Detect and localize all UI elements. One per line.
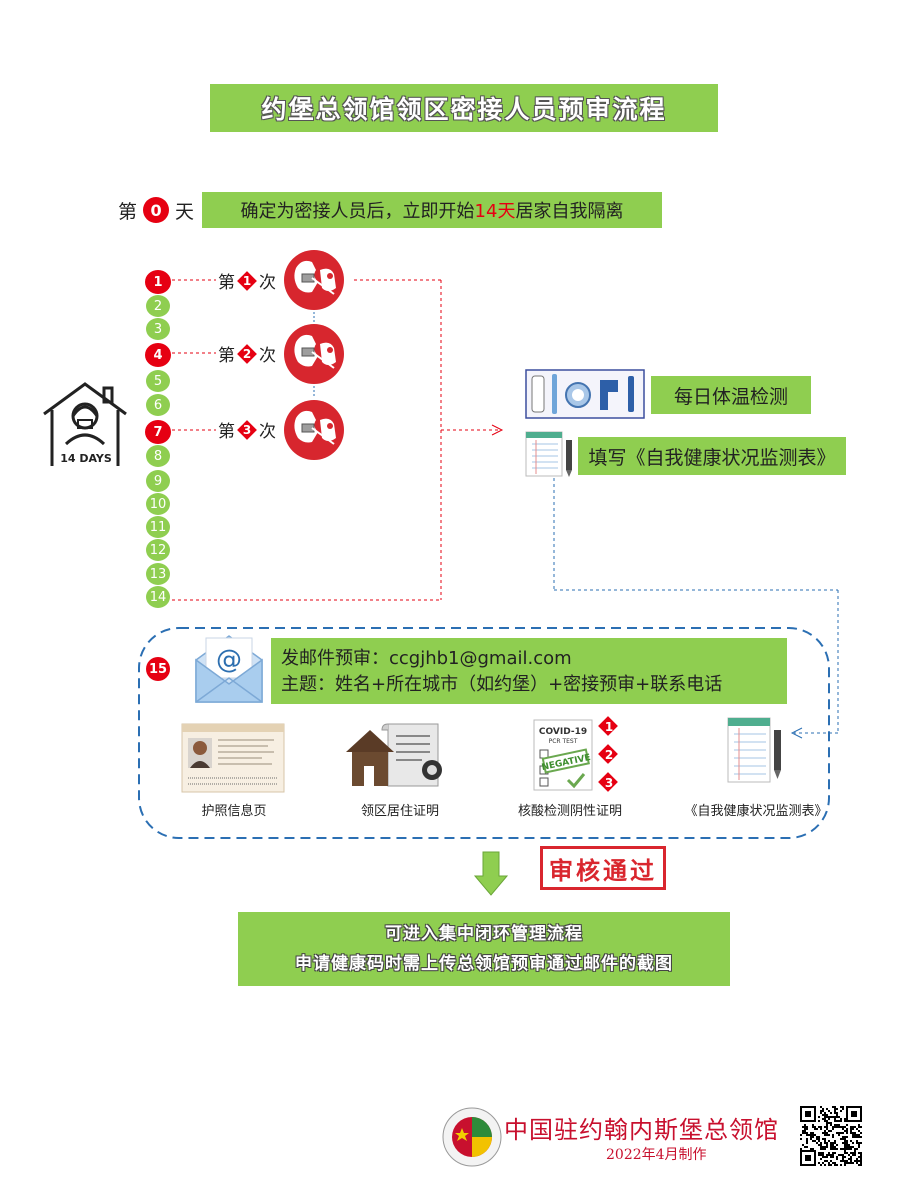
thermometer-icon [525,369,645,419]
result-line1: 可进入集中闭环管理流程 [385,924,583,944]
day0-text-highlight: 14天 [474,201,516,222]
day0-number: 0 [143,197,170,223]
pcr-title: COVID-19 [539,727,587,737]
nasal-swab-icon [284,324,344,384]
day-6-dot: 6 [146,394,170,416]
day-1-dot: 1 [145,270,171,294]
svg-text:@: @ [216,645,242,675]
pcr-badge-diamond: 1 [598,716,620,738]
pcr-test-icon: COVID-19 PCR TEST NEGATIVE [533,719,593,791]
pcr-badge-2: 2 [598,744,620,766]
pcr-badge-number: 3 [604,776,614,790]
day-4-dot: 4 [145,343,171,367]
day15-number: 15 [146,657,170,681]
day0-prefix: 第 [118,200,138,223]
nasal-swab-icon [284,250,344,310]
day-2-dot: 2 [146,295,170,317]
pcr-badge-3: 3 [598,772,620,794]
qr-code-icon[interactable] [798,1104,864,1168]
footer-date: 2022年4月制作 [606,1147,707,1163]
result-box: 可进入集中闭环管理流程 申请健康码时需上传总领馆预审通过邮件的截图 [238,912,730,986]
test-suffix: 次 [259,422,276,442]
day0-text-before: 确定为密接人员后，立即开始 [240,201,475,222]
day-11-dot: 11 [146,516,170,538]
pcr-badge-diamond: 3 [598,772,620,794]
email-icon: @ [195,635,263,703]
page-title: 约堡总领馆领区密接人员预审流程 [210,84,718,132]
house-label: 14 DAYS [60,452,112,465]
test-suffix: 次 [259,346,276,366]
day-13-dot: 13 [146,563,170,585]
day-12-dot: 12 [146,539,170,561]
nasal-swab-icon [284,400,344,460]
pcr-test-label: 核酸检测阴性证明 [517,804,622,819]
test-number-diamond: 2 [237,344,257,364]
approved-stamp: 审核通过 [540,846,666,890]
day-10-dot: 10 [146,493,170,515]
passport-icon [181,723,285,793]
residence-proof-label: 领区居住证明 [360,804,439,819]
day-14-dot: 14 [146,586,170,608]
arrow-down-icon [473,851,509,896]
home-quarantine-icon [43,382,127,466]
test-prefix: 第 [218,422,235,442]
pcr-badge-number: 2 [604,748,614,762]
test-number-diamond: 1 [237,271,257,291]
day-8-dot: 8 [146,445,170,467]
day-5-dot: 5 [146,370,170,392]
residence-proof-icon [346,723,442,787]
test-prefix: 第 [218,346,235,366]
test-number: 3 [242,422,252,437]
email-instructions: 发邮件预审：ccgjhb1@gmail.com 主题：姓名+所在城市（如约堡）+… [271,638,787,704]
test-number-diamond: 3 [237,420,257,440]
pcr-badge-1: 1 [598,716,620,738]
health-form-task: 填写《自我健康状况监测表》 [578,437,846,475]
pcr-subtitle: PCR TEST [549,738,578,745]
day-9-dot: 9 [146,470,170,492]
health-form-doc-icon [727,717,781,783]
test-number: 2 [242,346,252,361]
test-number: 1 [242,273,252,288]
subject-line: 主题：姓名+所在城市（如约堡）+密接预审+联系电话 [281,674,723,695]
day-7-dot: 7 [145,420,171,444]
day0-suffix: 天 [175,200,195,223]
pcr-badge-number: 1 [604,720,614,734]
day0-text-after: 居家自我隔离 [515,201,624,222]
test-prefix: 第 [218,273,235,293]
health-form-doc-label: 《自我健康状况监测表》 [684,804,828,819]
test-suffix: 次 [259,273,276,293]
consulate-emblem-icon [442,1107,502,1167]
health-form-icon [525,431,572,477]
day0-instruction: 确定为密接人员后，立即开始 14天 居家自我隔离 [202,192,662,228]
consulate-name: 中国驻约翰内斯堡总领馆 [504,1116,779,1144]
passport-label: 护照信息页 [201,804,267,819]
pcr-badge-diamond: 2 [598,744,620,766]
email-line: 发邮件预审：ccgjhb1@gmail.com [281,648,572,669]
temperature-task: 每日体温检测 [651,376,811,414]
day-3-dot: 3 [146,318,170,340]
day0-label: 第 0 天 [118,192,194,228]
result-line2: 申请健康码时需上传总领馆预审通过邮件的截图 [295,954,673,974]
